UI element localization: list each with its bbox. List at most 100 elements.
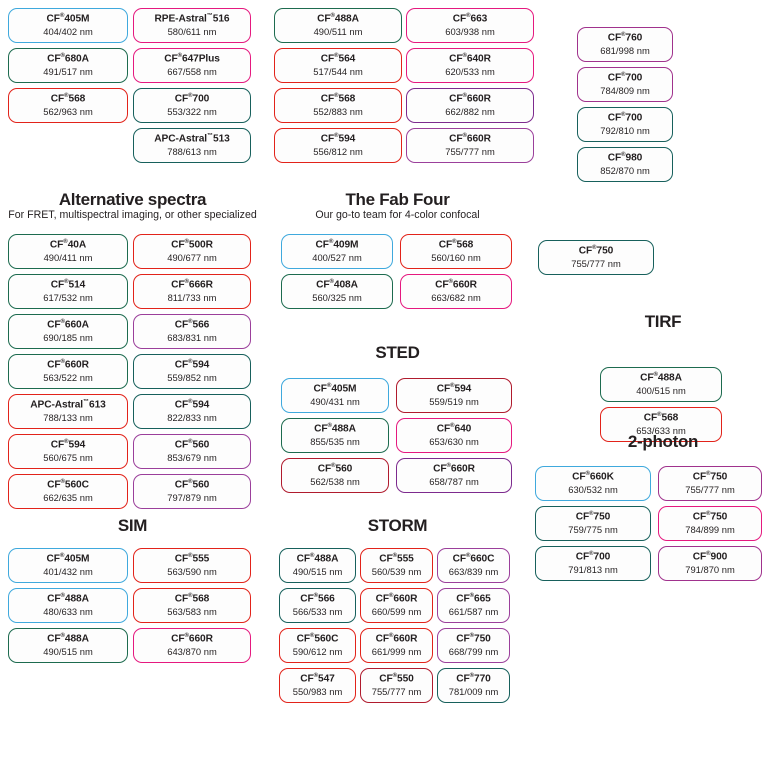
dye-name: CF®550 [379, 672, 414, 685]
trademark-symbol: ® [334, 132, 339, 139]
trademark-symbol: ® [452, 239, 457, 245]
trademark-symbol: ® [184, 278, 189, 285]
trademark-symbol: ™ [207, 132, 214, 139]
trademark-symbol: ® [389, 592, 394, 599]
trademark-symbol: ® [706, 471, 711, 477]
trademark-symbol: ® [589, 510, 594, 517]
section-title-tirf: 2-photon [627, 432, 699, 451]
dye-name: CF®547 [300, 672, 335, 685]
dye-spectra: 852/870 nm [600, 165, 650, 176]
dye-name: RPE-Astral™516 [154, 13, 230, 25]
trademark-symbol: ® [313, 592, 319, 599]
dye-spectra: 490/511 nm [313, 26, 363, 38]
trademark-symbol: ™ [83, 398, 90, 405]
trademark-symbol: ® [60, 478, 65, 485]
dye-name: CF®594 [50, 438, 86, 451]
dye-spectra: 660/599 nm [371, 606, 422, 618]
dye-name: CF®568 [174, 592, 210, 605]
dye-name: CF®660R [449, 92, 491, 105]
dye-name: CF®488A [640, 372, 682, 384]
dye-spectra: 560/160 nm [431, 252, 481, 264]
dye-name: CF®700 [607, 71, 643, 84]
trademark-symbol: ® [585, 471, 590, 477]
trademark-symbol: ® [188, 592, 193, 599]
trademark-symbol: ® [188, 92, 193, 99]
dye-spectra: 490/515 nm [292, 566, 343, 578]
dye-spectra: 662/635 nm [43, 491, 93, 503]
dye-name: CF®750 [578, 245, 614, 257]
dye-name: CF®594 [174, 398, 210, 411]
